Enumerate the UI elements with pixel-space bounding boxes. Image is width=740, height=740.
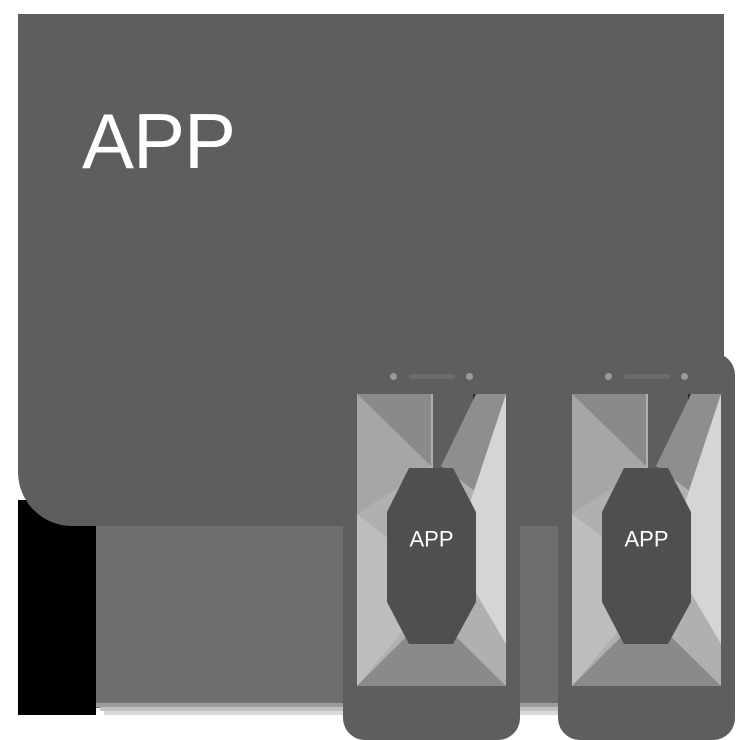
sensor-icon: [466, 373, 473, 380]
phone-left-screen-graphic: [357, 394, 506, 686]
phone-left[interactable]: APP: [343, 353, 520, 740]
page-title: APP: [82, 97, 236, 185]
camera-icon: [390, 373, 397, 380]
phone-right[interactable]: APP: [558, 353, 735, 740]
phone-right-screen[interactable]: APP: [572, 394, 721, 686]
phone-right-screen-graphic: [572, 394, 721, 686]
drop-shadow-block: [18, 500, 96, 715]
camera-icon: [605, 373, 612, 380]
speaker-grille-icon: [408, 374, 455, 379]
speaker-grille-icon: [623, 374, 670, 379]
home-button[interactable]: [418, 700, 445, 726]
phone-left-screen[interactable]: APP: [357, 394, 506, 686]
sensor-icon: [681, 373, 688, 380]
home-button[interactable]: [633, 700, 660, 726]
